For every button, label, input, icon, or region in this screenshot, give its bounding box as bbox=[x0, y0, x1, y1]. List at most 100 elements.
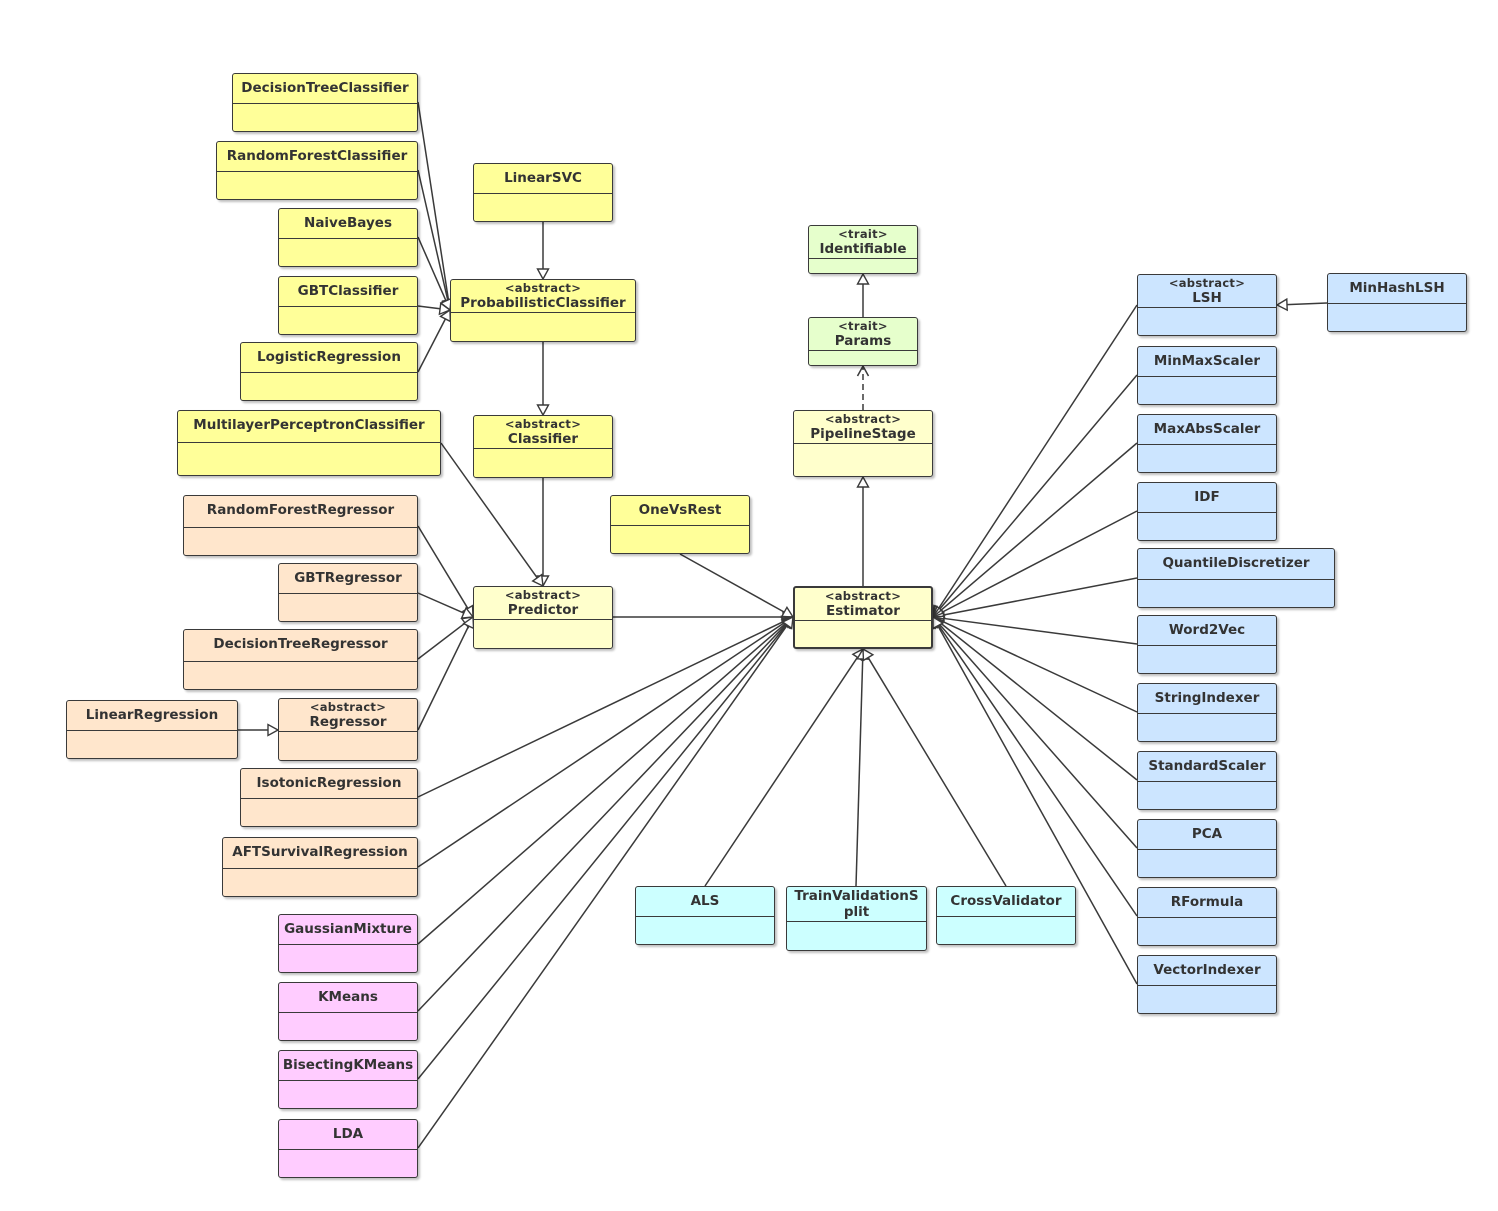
class-name: Estimator bbox=[826, 603, 900, 619]
class-stereotype: <abstract> bbox=[824, 412, 902, 426]
class-body bbox=[795, 621, 931, 647]
class-body bbox=[1138, 850, 1276, 877]
class-box-lsh[interactable]: <abstract>LSH bbox=[1137, 274, 1277, 336]
class-box-gbtclassifier[interactable]: GBTClassifier bbox=[278, 276, 418, 335]
class-name: RFormula bbox=[1170, 894, 1244, 910]
class-box-word2vec[interactable]: Word2Vec bbox=[1137, 615, 1277, 674]
class-name: MultilayerPerceptronClassifier bbox=[193, 417, 425, 433]
class-header: LDA bbox=[279, 1120, 417, 1150]
class-box-rformula[interactable]: RFormula bbox=[1137, 887, 1277, 946]
edge-PipelineStage-to-Params bbox=[856, 364, 870, 410]
class-box-isotonicregression[interactable]: IsotonicRegression bbox=[240, 768, 418, 827]
class-box-linearsvc[interactable]: LinearSVC bbox=[473, 163, 613, 222]
class-header: VectorIndexer bbox=[1138, 956, 1276, 986]
class-box-als[interactable]: ALS bbox=[635, 886, 775, 945]
class-box-decisiontreeregressor[interactable]: DecisionTreeRegressor bbox=[183, 629, 418, 690]
edge-GBTClassifier-to-ProbabilisticClassifier bbox=[417, 302, 452, 316]
edge-line bbox=[417, 621, 786, 868]
class-box-decisiontreeclassifier[interactable]: DecisionTreeClassifier bbox=[232, 73, 418, 132]
edge-LSH-to-Estimator bbox=[932, 304, 1138, 619]
class-box-stringindexer[interactable]: StringIndexer bbox=[1137, 683, 1277, 742]
class-box-pca[interactable]: PCA bbox=[1137, 819, 1277, 878]
class-header: Word2Vec bbox=[1138, 616, 1276, 646]
class-name: Params bbox=[834, 333, 892, 349]
class-header: ALS bbox=[636, 887, 774, 917]
edge-RandomForestRegressor-to-Predictor bbox=[417, 525, 474, 619]
class-header: GBTRegressor bbox=[279, 564, 417, 594]
edge-line bbox=[417, 305, 441, 310]
edge-PCA-to-Estimator bbox=[932, 615, 1138, 849]
class-body bbox=[1138, 782, 1276, 809]
edge-line bbox=[417, 236, 447, 302]
class-name: Classifier bbox=[507, 431, 579, 447]
class-box-randomforestclassifier[interactable]: RandomForestClassifier bbox=[216, 141, 418, 200]
class-header: MultilayerPerceptronClassifier bbox=[178, 411, 440, 443]
class-box-randomforestregressor[interactable]: RandomForestRegressor bbox=[183, 495, 418, 556]
class-header: RandomForestRegressor bbox=[184, 496, 417, 528]
class-stereotype: <abstract> bbox=[504, 281, 582, 295]
class-body bbox=[1138, 580, 1334, 607]
class-box-logisticregression[interactable]: LogisticRegression bbox=[240, 342, 418, 401]
class-box-multilayerperceptronclassifier[interactable]: MultilayerPerceptronClassifier bbox=[177, 410, 441, 476]
class-name: IDF bbox=[1194, 489, 1220, 505]
class-name: StringIndexer bbox=[1154, 690, 1260, 706]
class-box-linearregression[interactable]: LinearRegression bbox=[66, 700, 238, 759]
class-header: MinMaxScaler bbox=[1138, 347, 1276, 377]
class-box-idf[interactable]: IDF bbox=[1137, 482, 1277, 541]
class-box-bisectingkmeans[interactable]: BisectingKMeans bbox=[278, 1050, 418, 1109]
class-header: <abstract>Classifier bbox=[474, 416, 612, 449]
class-header: RandomForestClassifier bbox=[217, 142, 417, 172]
class-header: LinearRegression bbox=[67, 701, 237, 731]
edge-line bbox=[938, 374, 1138, 610]
class-box-identifiable[interactable]: <trait>Identifiable bbox=[808, 225, 918, 274]
class-box-pipelinestage[interactable]: <abstract>PipelineStage bbox=[793, 410, 933, 477]
edge-line bbox=[417, 101, 450, 301]
class-name: StandardScaler bbox=[1148, 758, 1266, 774]
edge-line bbox=[867, 657, 1007, 887]
class-box-standardscaler[interactable]: StandardScaler bbox=[1137, 751, 1277, 810]
class-box-regressor[interactable]: <abstract>Regressor bbox=[278, 698, 418, 761]
class-body bbox=[279, 594, 417, 621]
class-box-kmeans[interactable]: KMeans bbox=[278, 982, 418, 1041]
class-box-estimator[interactable]: <abstract>Estimator bbox=[793, 586, 933, 649]
class-body bbox=[474, 194, 612, 221]
class-name: RandomForestClassifier bbox=[226, 148, 408, 164]
realization-arrowhead bbox=[856, 364, 870, 377]
class-body bbox=[451, 313, 635, 341]
class-header: IsotonicRegression bbox=[241, 769, 417, 799]
class-box-onevsrest[interactable]: OneVsRest bbox=[610, 495, 750, 554]
class-body bbox=[611, 526, 749, 553]
class-box-vectorindexer[interactable]: VectorIndexer bbox=[1137, 955, 1277, 1014]
class-body bbox=[279, 1013, 417, 1040]
class-box-probabilisticclassifier[interactable]: <abstract>ProbabilisticClassifier bbox=[450, 279, 636, 342]
class-name: Predictor bbox=[507, 602, 579, 618]
class-box-gaussianmixture[interactable]: GaussianMixture bbox=[278, 914, 418, 973]
class-box-classifier[interactable]: <abstract>Classifier bbox=[473, 415, 613, 478]
class-name: plit bbox=[843, 904, 870, 920]
class-box-predictor[interactable]: <abstract>Predictor bbox=[473, 586, 613, 649]
edge-CrossValidator-to-Estimator bbox=[862, 647, 1007, 887]
class-header: <trait>Params bbox=[809, 318, 917, 351]
class-name: MinHashLSH bbox=[1349, 280, 1445, 296]
class-name: LogisticRegression bbox=[257, 349, 401, 365]
class-box-minmaxscaler[interactable]: MinMaxScaler bbox=[1137, 346, 1277, 405]
class-box-naivebayes[interactable]: NaiveBayes bbox=[278, 208, 418, 267]
class-header: DecisionTreeClassifier bbox=[233, 74, 417, 104]
edge-RFormula-to-Estimator bbox=[932, 615, 1138, 917]
class-box-lda[interactable]: LDA bbox=[278, 1119, 418, 1178]
class-box-gbtregressor[interactable]: GBTRegressor bbox=[278, 563, 418, 622]
class-name: Identifiable bbox=[819, 241, 907, 257]
class-box-crossvalidator[interactable]: CrossValidator bbox=[936, 886, 1076, 945]
class-box-params[interactable]: <trait>Params bbox=[808, 317, 918, 366]
class-box-quantilediscretizer[interactable]: QuantileDiscretizer bbox=[1137, 548, 1335, 608]
class-box-maxabsscaler[interactable]: MaxAbsScaler bbox=[1137, 414, 1277, 473]
class-box-aftsurvivalregression[interactable]: AFTSurvivalRegression bbox=[222, 837, 418, 897]
inheritance-arrowhead bbox=[856, 272, 870, 285]
class-name: ProbabilisticClassifier bbox=[460, 295, 626, 311]
class-box-minhashlsh[interactable]: MinHashLSH bbox=[1327, 273, 1467, 332]
edge-MinMaxScaler-to-Estimator bbox=[932, 374, 1138, 619]
inheritance-arrowhead bbox=[531, 573, 544, 588]
class-body bbox=[1138, 918, 1276, 945]
class-body bbox=[787, 922, 926, 950]
